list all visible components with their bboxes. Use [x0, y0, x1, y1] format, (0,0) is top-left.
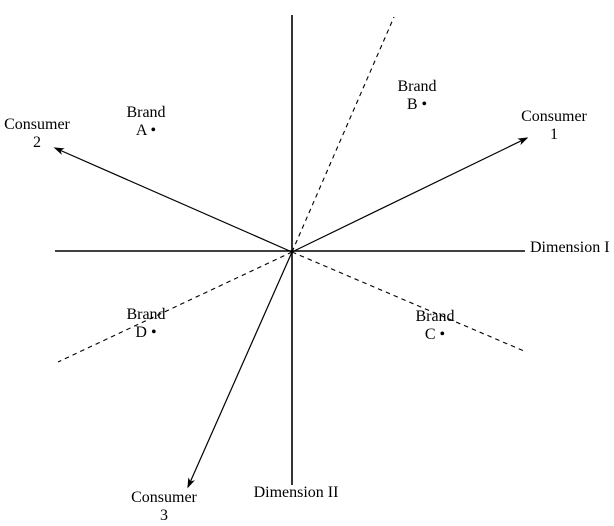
- brand-d-label: Brand D •: [126, 306, 165, 342]
- consumer-1-label-line1: Consumer: [521, 108, 587, 125]
- consumer-1-label: Consumer 1: [521, 108, 587, 144]
- dashed-lines-group: [57, 16, 525, 363]
- consumer-3-label: Consumer 3: [131, 489, 197, 525]
- brand-a-label: Brand A •: [126, 104, 165, 140]
- brand-b-label-line1: Brand: [397, 78, 437, 95]
- brand-d-label-line2: D •: [135, 324, 157, 341]
- axes-group: [55, 15, 525, 485]
- consumer-2-label-line2: 2: [33, 134, 41, 151]
- dashed-lower-left-line: [57, 251, 293, 363]
- consumer-3-vector-arrow: [187, 251, 293, 489]
- consumer-2-label-line1: Consumer: [4, 116, 70, 133]
- brand-a-label-line2: A •: [135, 122, 157, 139]
- consumer-3-label-line2: 3: [160, 507, 168, 524]
- consumer-1-vector-arrow: [291, 137, 529, 253]
- brand-c-label-line1: Brand: [415, 308, 455, 325]
- consumer-vectors-group: [53, 137, 529, 489]
- brand-d-label-line1: Brand: [126, 306, 166, 323]
- dimension-1-axis-label: Dimension I: [530, 239, 610, 257]
- dimension-2-axis-label: Dimension II: [254, 484, 339, 502]
- consumer-2-label: Consumer 2: [4, 116, 70, 152]
- brand-c-label: Brand C •: [415, 308, 454, 344]
- brand-b-label-line2: B •: [406, 96, 428, 113]
- dashed-upper-right-line: [291, 16, 395, 253]
- dimension-2-axis-label-text: Dimension II: [253, 484, 339, 501]
- brand-b-label: Brand B •: [397, 78, 436, 114]
- consumer-3-label-line1: Consumer: [131, 489, 197, 506]
- brand-a-label-line1: Brand: [126, 104, 166, 121]
- consumer-2-vector-arrow: [53, 147, 293, 253]
- dashed-lower-right-line: [291, 251, 525, 352]
- brand-c-label-line2: C •: [424, 326, 446, 343]
- consumer-1-label-line2: 1: [550, 126, 558, 143]
- dimension-1-axis-label-text: Dimension I: [530, 239, 610, 256]
